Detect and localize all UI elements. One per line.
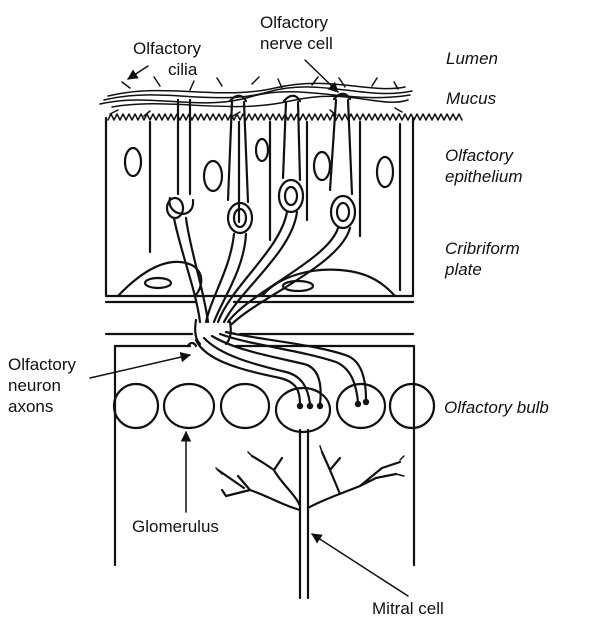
label-olfactory-cilia-line1: Olfactory [133,38,201,59]
mucus-cilia-layer [100,77,412,116]
label-mucus: Mucus [446,88,496,109]
label-olfactory-nerve-cell-line1: Olfactory [260,12,333,33]
label-cribriform-plate-line1: Cribriform [445,238,520,259]
cribriform-plate [106,302,413,334]
label-cribriform-plate: Cribriform plate [445,238,520,280]
label-olfactory-cilia-line2: cilia [133,59,201,80]
label-mitral-cell: Mitral cell [372,598,444,619]
label-axons-line1: Olfactory [8,354,76,375]
label-cribriform-plate-line2: plate [445,259,520,280]
label-olfactory-neuron-axons: Olfactory neuron axons [8,354,76,417]
label-olfactory-epithelium: Olfactory epithelium [445,145,523,187]
label-glomerulus: Glomerulus [132,516,219,537]
mitral-cell [216,430,404,598]
label-olfactory-cilia: Olfactory cilia [133,38,201,80]
mitral-cell-arrow [312,534,408,596]
label-olfactory-epithelium-line1: Olfactory [445,145,523,166]
label-axons-line3: axons [8,396,76,417]
label-olfactory-bulb: Olfactory bulb [444,397,549,418]
label-olfactory-nerve-cell-line2: nerve cell [260,33,333,54]
glomeruli [114,384,434,432]
axons-arrow [90,355,190,378]
label-lumen: Lumen [446,48,498,69]
label-axons-line2: neuron [8,375,76,396]
label-olfactory-nerve-cell: Olfactory nerve cell [260,12,333,54]
label-olfactory-epithelium-line2: epithelium [445,166,523,187]
